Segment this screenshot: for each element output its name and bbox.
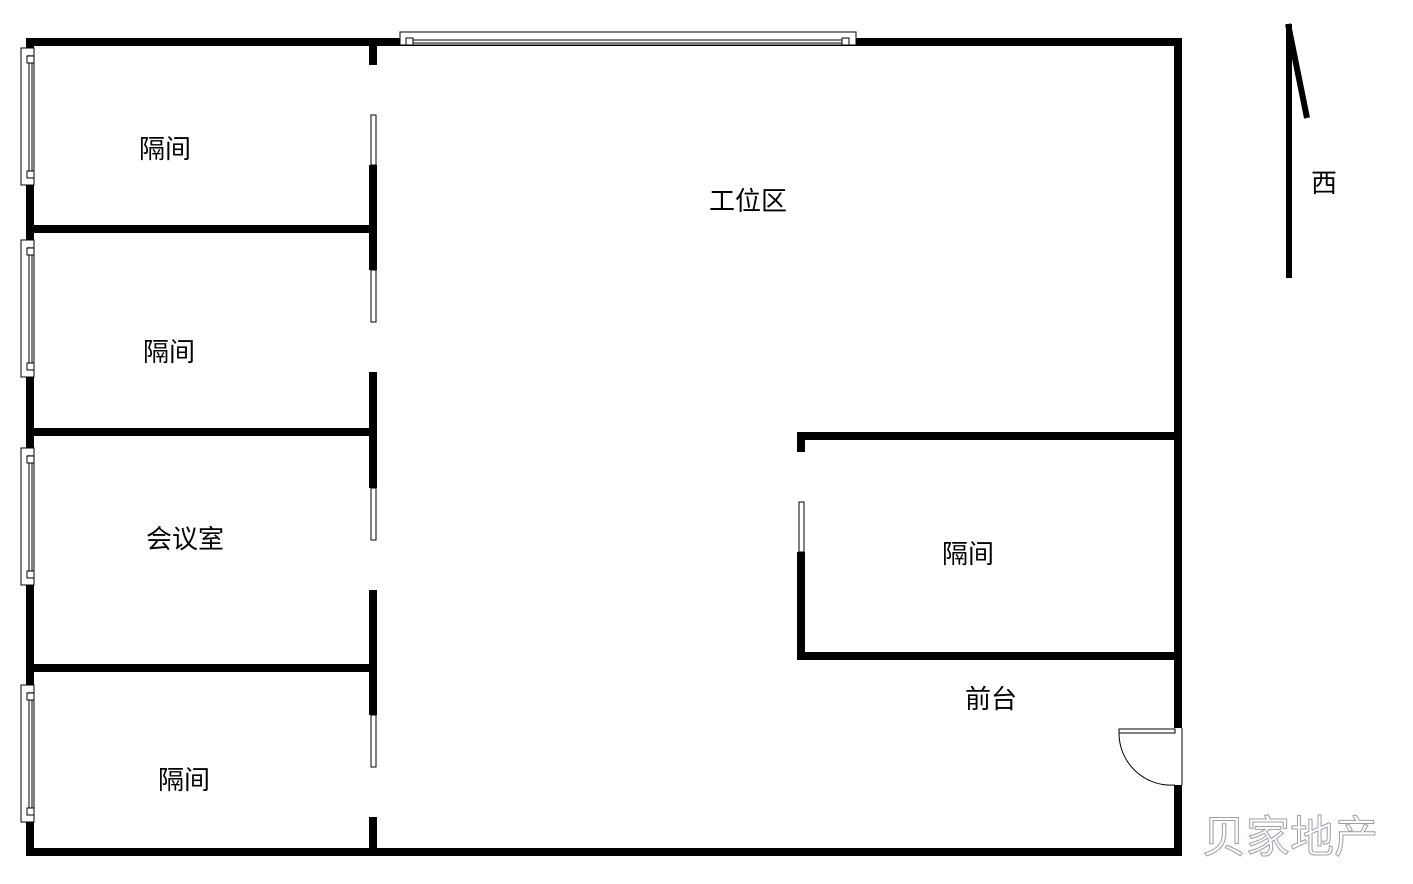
entrance-door xyxy=(1118,728,1183,786)
glass-partitions xyxy=(370,114,805,768)
room-label: 会议室 xyxy=(146,525,224,555)
outer-walls xyxy=(26,38,1182,856)
room-label: 工位区 xyxy=(709,187,787,217)
room-label: 前台 xyxy=(965,685,1017,715)
room-label: 隔间 xyxy=(143,338,195,368)
compass-label: 西 xyxy=(1311,169,1337,199)
room-labels: 隔间 隔间 会议室 隔间 工位区 隔间 前台 xyxy=(139,135,1017,796)
interior-walls xyxy=(30,46,1178,852)
watermark: 贝家地产 xyxy=(1202,812,1378,863)
room-label: 隔间 xyxy=(942,540,994,570)
windows xyxy=(20,31,857,823)
room-label: 隔间 xyxy=(139,135,191,165)
compass: 西 xyxy=(1285,23,1337,278)
room-label: 隔间 xyxy=(158,766,210,796)
